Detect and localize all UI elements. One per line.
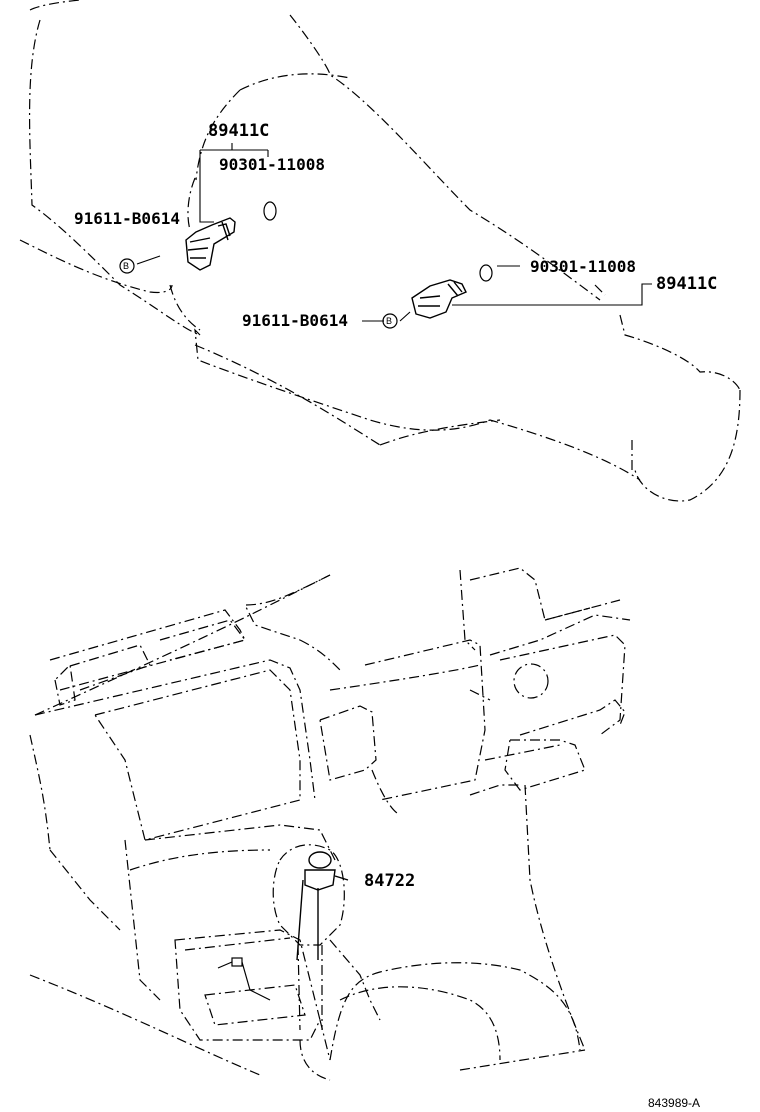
part-label-shift-knob: 84722 bbox=[364, 871, 416, 891]
oring-upper-shape bbox=[263, 201, 277, 221]
part-label-oring-upper: 90301-11008 bbox=[219, 155, 325, 174]
wire-connector bbox=[217, 957, 271, 1001]
oring-lower-shape bbox=[479, 264, 493, 282]
body-outline bbox=[19, 0, 741, 502]
part-label-oring-lower: 90301-11008 bbox=[530, 257, 636, 276]
sensor-upper-shape bbox=[185, 217, 236, 271]
part-label-sensor-upper: 89411C bbox=[208, 121, 270, 141]
dash-circle bbox=[513, 663, 549, 699]
callout-b-lower-text: B bbox=[386, 316, 393, 326]
callout-b-upper-text: B bbox=[123, 261, 130, 271]
part-label-clip-upper: 91611-B0614 bbox=[74, 209, 180, 228]
shift-knob-shape bbox=[272, 844, 345, 1031]
callout-b-lower bbox=[382, 313, 398, 329]
part-label-clip-lower: 91611-B0614 bbox=[242, 311, 348, 330]
drawing-id: 843989-A bbox=[648, 1096, 701, 1110]
armrest-outline bbox=[319, 962, 581, 1061]
dashboard-outline bbox=[29, 567, 631, 1081]
part-label-sensor-lower: 89411C bbox=[656, 274, 718, 294]
callout-b-upper bbox=[119, 258, 135, 274]
shift-knob-boot bbox=[296, 851, 349, 961]
leader-lines bbox=[136, 143, 652, 322]
sensor-lower-shape bbox=[411, 279, 467, 319]
